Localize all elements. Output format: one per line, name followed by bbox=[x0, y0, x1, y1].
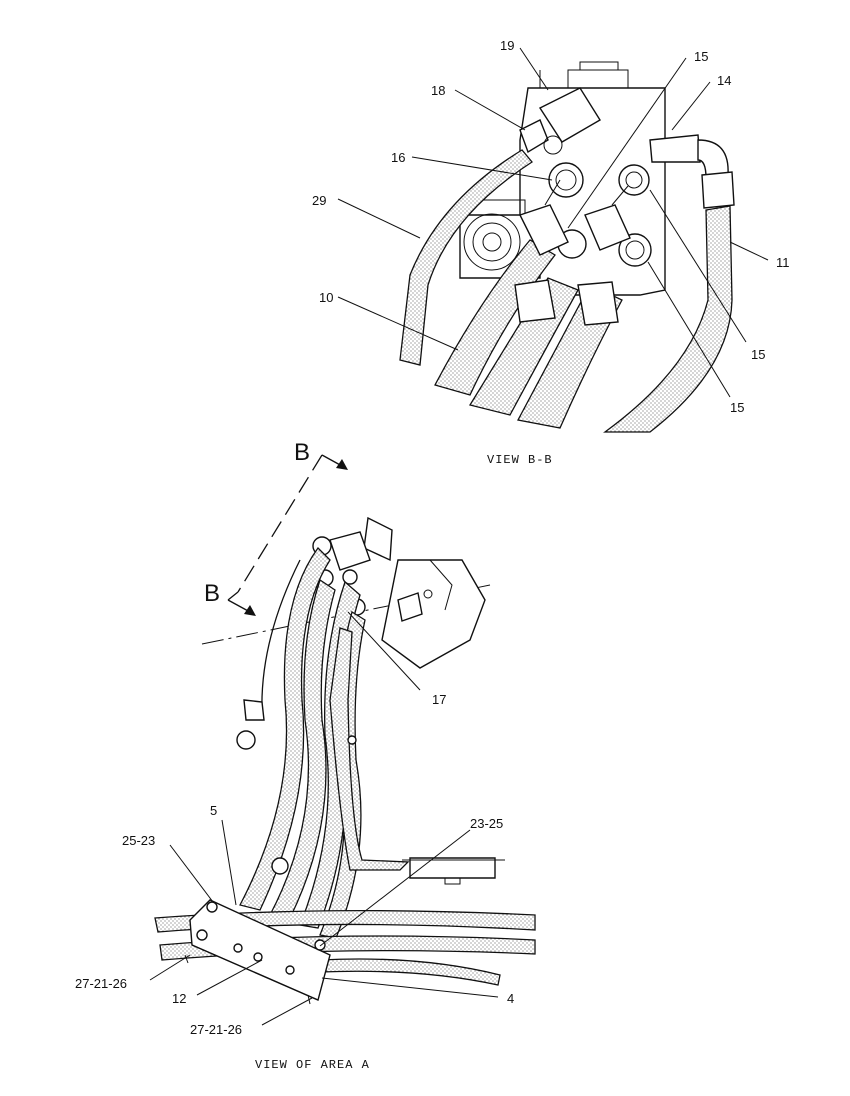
section-mark-top: B bbox=[294, 439, 310, 466]
view-bb-drawing bbox=[399, 61, 735, 433]
callout-19: 19 bbox=[500, 38, 514, 53]
view-area-a-leaders bbox=[149, 611, 499, 1026]
callout-5: 5 bbox=[210, 803, 217, 818]
view-bb-callouts: 19 18 16 29 10 15 14 11 15 15 VIEW B-B bbox=[312, 38, 790, 467]
section-mark-bottom: B bbox=[204, 580, 220, 607]
view-area-a-callouts: 17 5 25-23 23-25 27-21-26 12 27-21-26 4 … bbox=[75, 692, 514, 1072]
callout-23-25: 23-25 bbox=[470, 816, 503, 831]
view-bb-caption: VIEW B-B bbox=[487, 453, 553, 467]
callout-18: 18 bbox=[431, 83, 445, 98]
callout-15-top: 15 bbox=[694, 49, 708, 64]
callout-14: 14 bbox=[717, 73, 731, 88]
section-line-bb: B B bbox=[204, 439, 348, 616]
view-bb-leaders bbox=[337, 47, 769, 398]
callout-17: 17 bbox=[432, 692, 446, 707]
callout-4: 4 bbox=[507, 991, 514, 1006]
callout-25-23: 25-23 bbox=[122, 833, 155, 848]
view-area-a-drawing bbox=[154, 516, 536, 1005]
callout-27-21-26-bottom: 27-21-26 bbox=[190, 1022, 242, 1037]
callout-16: 16 bbox=[391, 150, 405, 165]
view-area-a-caption: VIEW OF AREA A bbox=[255, 1058, 370, 1072]
callout-27-21-26-left: 27-21-26 bbox=[75, 976, 127, 991]
callout-12: 12 bbox=[172, 991, 186, 1006]
callout-11: 11 bbox=[776, 255, 790, 270]
callout-29: 29 bbox=[312, 193, 326, 208]
callout-15-mid: 15 bbox=[751, 347, 765, 362]
callout-15-low: 15 bbox=[730, 400, 744, 415]
callout-10: 10 bbox=[319, 290, 333, 305]
